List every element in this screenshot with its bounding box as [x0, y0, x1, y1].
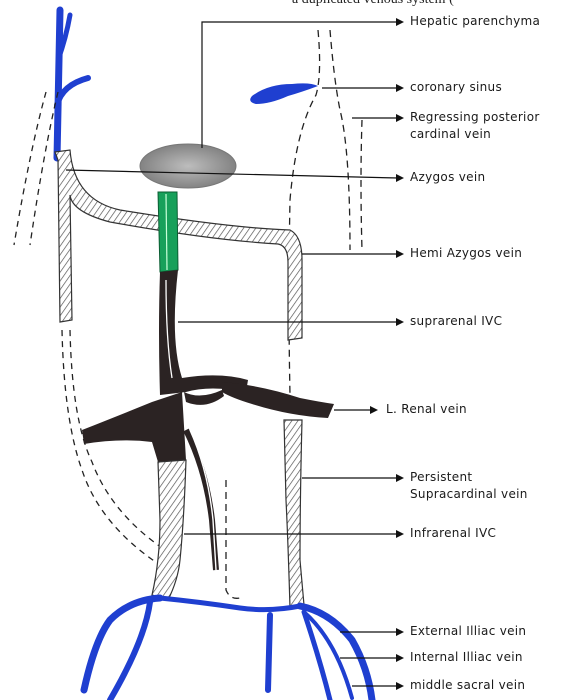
- hepatic-parenchyma-shape: [140, 144, 236, 188]
- upper-left-blue-veins: [57, 10, 88, 158]
- label-infrarenal-ivc: Infrarenal IVC: [410, 526, 496, 541]
- label-hepatic-parenchyma: Hepatic parenchyma: [410, 14, 540, 29]
- label-azygos-vein: Azygos vein: [410, 170, 485, 185]
- label-middle-sacral-vein: middle sacral vein: [410, 678, 525, 693]
- label-internal-iliac-vein: Internal Illiac vein: [410, 650, 523, 665]
- leader-lines: [66, 22, 398, 686]
- gonadal-vessel: [186, 430, 216, 570]
- suprarenal-ivc: [159, 270, 248, 395]
- label-regressing-posterior: Regressing posterior: [410, 110, 540, 125]
- label-cardinal-vein: cardinal vein: [410, 127, 491, 142]
- label-l-renal-vein: L. Renal vein: [386, 402, 467, 417]
- label-coronary-sinus: coronary sinus: [410, 80, 502, 95]
- label-suprarenal-ivc: suprarenal IVC: [410, 314, 502, 329]
- leader-arrowheads: [370, 18, 404, 690]
- label-supracardinal-vein: Supracardinal vein: [410, 487, 528, 502]
- label-hemi-azygos-vein: Hemi Azygos vein: [410, 246, 522, 261]
- label-persistent: Persistent: [410, 470, 472, 485]
- green-segment: [158, 192, 178, 272]
- iliac-veins: [84, 598, 372, 700]
- coronary-sinus-shape: [250, 83, 318, 104]
- persistent-supracardinal-vein: [284, 420, 304, 608]
- label-external-iliac-vein: External Illiac vein: [410, 624, 526, 639]
- infrarenal-ivc: [152, 460, 186, 600]
